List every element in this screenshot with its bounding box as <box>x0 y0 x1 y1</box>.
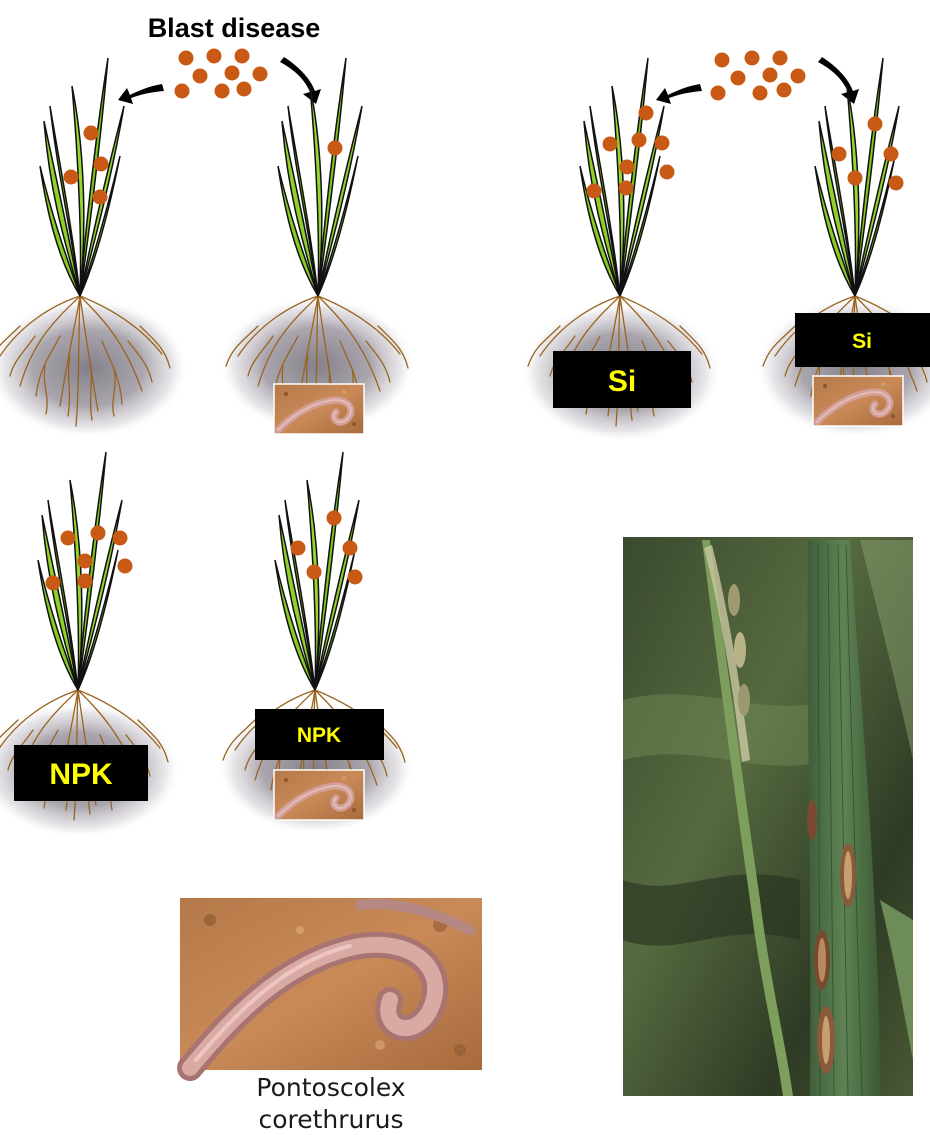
earthworm-thumbnail <box>274 384 364 434</box>
rice-plant <box>580 58 664 296</box>
si-label-large-text: Si <box>608 365 636 398</box>
spore-cluster-left <box>175 49 268 99</box>
npk-label-small: NPK <box>255 709 384 760</box>
si-label-small-text: Si <box>852 330 872 353</box>
soil-patch <box>0 298 188 438</box>
rice-plant <box>40 58 124 296</box>
earthworm-thumbnail <box>274 770 364 820</box>
worm-caption-line2: corethrurus <box>258 1105 403 1134</box>
rice-plant <box>38 452 122 690</box>
rice-blast-leaf-photo <box>623 537 913 1096</box>
si-label-small: Si <box>795 313 930 367</box>
diagram-title: Blast disease <box>148 13 321 43</box>
earthworm-thumbnail <box>813 376 903 426</box>
npk-label-large-text: NPK <box>49 758 113 791</box>
spore-cluster-right <box>711 51 806 101</box>
si-label-large: Si <box>553 351 691 408</box>
worm-caption-line1: Pontoscolex <box>256 1073 405 1102</box>
npk-label-large: NPK <box>14 745 148 801</box>
earthworm-photo <box>180 898 482 1070</box>
npk-label-small-text: NPK <box>297 724 341 747</box>
rice-plant <box>278 58 362 296</box>
